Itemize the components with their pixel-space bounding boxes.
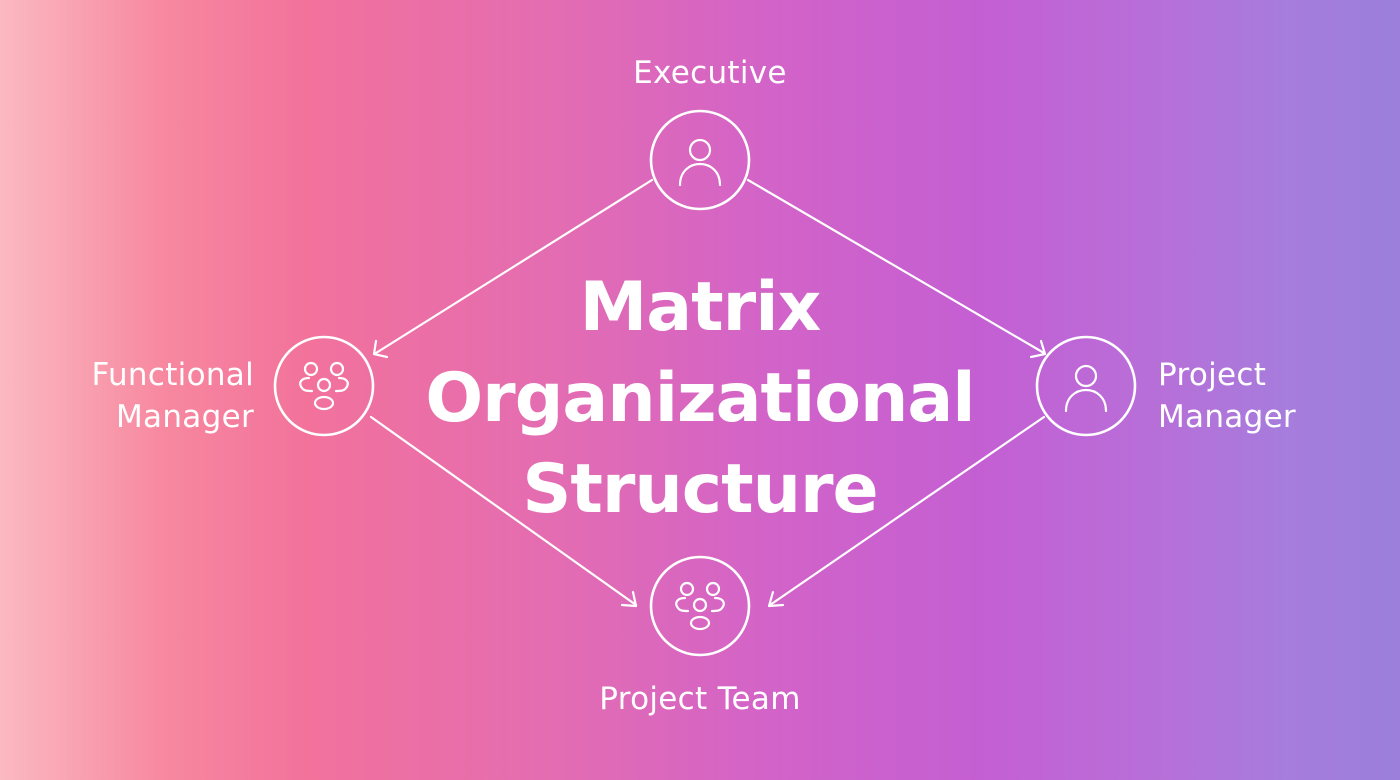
connector-functional-manager-to-project-team [369, 415, 638, 608]
diagram-title: Matrix Organizational Structure [400, 262, 1000, 535]
label-line: Project Team [599, 681, 801, 717]
person-icon [1064, 364, 1108, 413]
title-line: Matrix [579, 268, 822, 347]
title-line: Organizational [425, 359, 975, 438]
label-line: Executive [633, 55, 787, 91]
node-label-functional-manager: Functional Manager [92, 354, 254, 438]
node-functional-manager [273, 335, 375, 437]
node-label-project-team: Project Team [550, 678, 850, 720]
label-line: Manager [116, 399, 254, 435]
node-executive [649, 109, 751, 211]
connector-executive-to-project-manager [746, 178, 1047, 359]
node-project-manager [1035, 335, 1137, 437]
label-line: Project [1158, 357, 1267, 393]
label-line: Functional [91, 357, 254, 393]
person-icon [678, 138, 722, 187]
node-label-project-manager: Project Manager [1158, 354, 1296, 438]
node-label-executive: Executive [560, 52, 860, 94]
title-line: Structure [522, 450, 878, 529]
label-line: Manager [1158, 399, 1296, 435]
group-icon [299, 361, 349, 411]
group-icon [675, 581, 725, 631]
connector-executive-to-functional-manager [372, 178, 654, 359]
node-project-team [649, 555, 751, 657]
connector-project-manager-to-project-team [767, 415, 1046, 608]
